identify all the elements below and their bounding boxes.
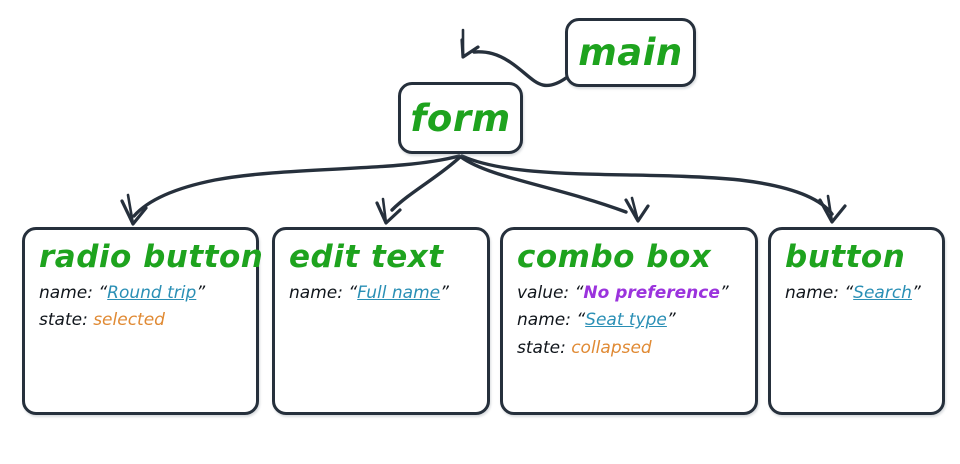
node-main-title: main (578, 31, 683, 74)
node-radio-button[interactable]: radio button name: “Round trip” state: s… (22, 227, 264, 415)
quote-open: “ (348, 282, 358, 303)
attr-row: state: collapsed (517, 335, 741, 363)
node-form[interactable]: form (398, 82, 523, 154)
attr-key: value: (517, 282, 570, 303)
quote-close: ” (440, 282, 449, 303)
attr-value: Search (853, 282, 912, 303)
edge-main-to-form (460, 28, 568, 88)
quote-open: “ (574, 282, 584, 303)
quote-close: ” (911, 282, 921, 303)
quote-close: ” (666, 310, 676, 331)
attr-value: No preference (583, 282, 720, 303)
node-radio-button-title: radio button (39, 239, 264, 275)
attr-key: name: (39, 282, 93, 303)
attr-value: Round trip (107, 282, 197, 303)
attr-value: Full name (357, 282, 441, 303)
node-edit-text[interactable]: edit text name: “Full name” (272, 227, 490, 415)
node-form-title: form (410, 96, 511, 140)
attr-value: selected (93, 310, 165, 331)
attr-row: name: “Full name” (289, 280, 473, 308)
quote-close: ” (196, 282, 206, 303)
quote-close: ” (719, 282, 729, 303)
node-button[interactable]: button name: “Search” (768, 227, 945, 415)
edge-form-to-combo-box (459, 155, 650, 223)
attr-key: name: (517, 310, 571, 331)
quote-open: “ (576, 310, 586, 331)
attr-key: name: (785, 282, 839, 303)
attr-row: state: selected (39, 307, 242, 335)
quote-open: “ (98, 282, 108, 303)
attr-row: value: “No preference” (517, 280, 741, 308)
attr-value: collapsed (571, 337, 652, 358)
attr-value: Seat type (585, 310, 667, 331)
edge-form-to-button (460, 154, 847, 224)
edge-form-to-edit-text (375, 155, 462, 225)
edge-form-to-radio-button (120, 154, 461, 226)
attr-key: name: (289, 282, 343, 303)
attr-row: name: “Seat type” (517, 307, 741, 335)
node-edit-text-title: edit text (289, 239, 444, 275)
attr-key: state: (517, 337, 566, 358)
attr-row: name: “Round trip” (39, 280, 242, 308)
node-combo-box-title: combo box (517, 239, 712, 275)
node-button-title: button (785, 239, 906, 275)
quote-open: “ (844, 282, 854, 303)
attr-row: name: “Search” (785, 280, 928, 308)
node-main[interactable]: main (565, 18, 696, 87)
node-combo-box[interactable]: combo box value: “No preference” name: “… (500, 227, 758, 415)
attr-key: state: (39, 310, 88, 331)
